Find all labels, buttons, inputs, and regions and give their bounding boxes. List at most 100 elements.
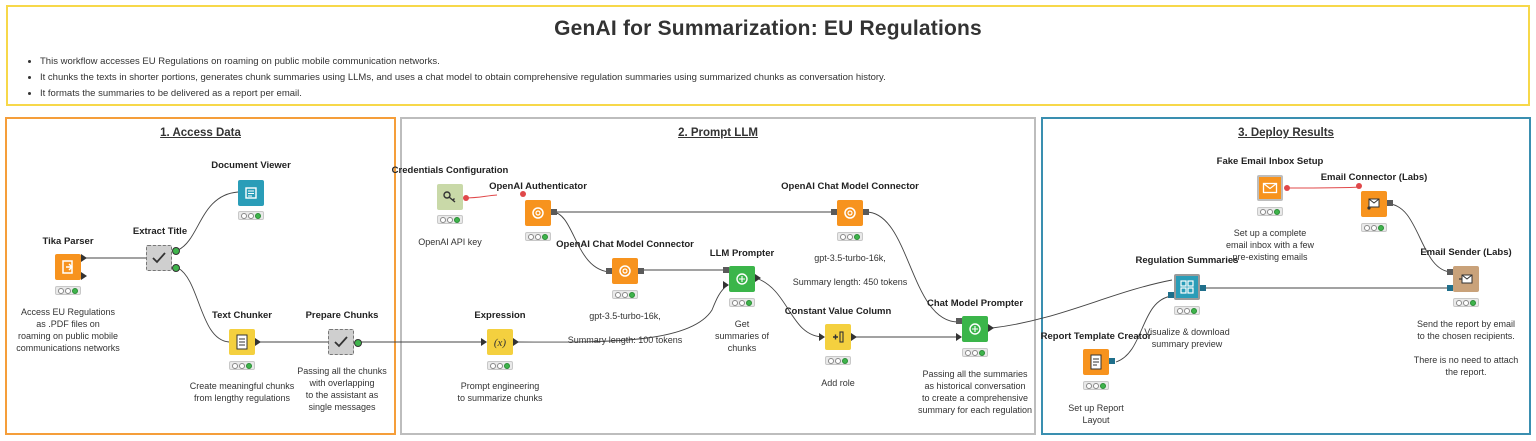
check-icon: [334, 336, 348, 348]
extract-title-metanode[interactable]: [146, 245, 172, 271]
section-deploy-results: 3. Deploy Results: [1041, 117, 1531, 435]
node-description: gpt-3.5-turbo-16k, Summary length: 450 t…: [792, 253, 908, 287]
node-label: Chat Model Prompter: [926, 298, 1024, 309]
llm-icon: [736, 273, 748, 285]
output-port[interactable]: [81, 272, 87, 280]
node-status: [1257, 207, 1283, 216]
output-port[interactable]: [1109, 358, 1115, 364]
output-port[interactable]: [172, 247, 180, 255]
llm-prompter-node[interactable]: [729, 266, 755, 292]
output-port[interactable]: [851, 333, 857, 341]
node-description: Set up Report Layout: [1068, 403, 1124, 425]
input-port[interactable]: [819, 333, 825, 341]
node-label: Report Template Creator: [1040, 331, 1152, 342]
connection: [515, 284, 729, 343]
file-import-icon: [62, 260, 73, 274]
openai-authenticator-node[interactable]: [525, 200, 551, 226]
section-title: 2. Prompt LLM: [678, 127, 758, 139]
expression-node[interactable]: (x): [487, 329, 513, 355]
input-port[interactable]: [831, 209, 837, 215]
output-port[interactable]: [81, 254, 87, 262]
connection: [991, 279, 1173, 329]
document-viewer-node[interactable]: [238, 180, 264, 206]
check-icon: [152, 252, 166, 264]
node-label: Prepare Chunks: [305, 310, 379, 321]
node-label: OpenAI Chat Model Connector: [781, 181, 919, 192]
node-label: Email Connector (Labs): [1320, 172, 1428, 183]
node-description: Set up a complete email inbox with a few…: [1225, 228, 1315, 262]
chat-icon: [969, 323, 981, 335]
input-port[interactable]: [1447, 269, 1453, 275]
description-item: It chunks the texts in shorter portions,…: [40, 70, 886, 86]
node-status: [837, 232, 863, 241]
connection: [551, 211, 613, 273]
report-icon: [1090, 354, 1102, 370]
node-status: [238, 211, 264, 220]
section-access-data: 1. Access Data: [5, 117, 396, 435]
connection-email-credentials: [1285, 186, 1361, 189]
report-template-creator-node[interactable]: [1083, 349, 1109, 375]
node-label: Email Sender (Labs): [1420, 247, 1512, 258]
key-icon: [443, 191, 456, 203]
node-status: [729, 298, 755, 307]
output-port[interactable]: [638, 268, 644, 274]
node-description: Add role: [821, 378, 855, 388]
section-title: 1. Access Data: [160, 127, 241, 139]
output-port[interactable]: [172, 264, 180, 272]
input-port[interactable]: [1168, 292, 1174, 298]
component-grid-icon: [1180, 280, 1194, 294]
email-connector-node[interactable]: [1361, 191, 1387, 217]
node-label: Expression: [474, 310, 526, 321]
constant-value-column-node[interactable]: [825, 324, 851, 350]
output-port[interactable]: [1387, 200, 1393, 206]
node-status: [1453, 298, 1479, 307]
output-port[interactable]: [755, 274, 761, 282]
node-status: [1361, 223, 1387, 232]
chat-model-prompter-node[interactable]: [962, 316, 988, 342]
output-port[interactable]: [988, 324, 994, 332]
output-port[interactable]: [551, 209, 557, 215]
send-email-icon: [1459, 274, 1473, 284]
credentials-input-port[interactable]: [1356, 183, 1362, 189]
node-status: [55, 286, 81, 295]
credentials-port[interactable]: [1284, 185, 1290, 191]
connection: [1387, 203, 1453, 273]
node-label: Constant Value Column: [784, 306, 892, 317]
openai-chat-model-connector-node[interactable]: [612, 258, 638, 284]
node-status: [612, 290, 638, 299]
prepare-chunks-metanode[interactable]: [328, 329, 354, 355]
output-port[interactable]: [255, 338, 261, 346]
node-label: Credentials Configuration: [391, 165, 509, 176]
output-port[interactable]: [354, 339, 362, 347]
credentials-configuration-node[interactable]: [437, 184, 463, 210]
svg-text:(x): (x): [494, 337, 507, 349]
input-port[interactable]: [606, 268, 612, 274]
input-port[interactable]: [481, 338, 487, 346]
input-port[interactable]: [956, 333, 962, 341]
openai-icon: [844, 207, 856, 219]
input-port[interactable]: [956, 318, 962, 324]
node-description: Prompt engineering to summarize chunks: [457, 381, 543, 403]
node-label: Text Chunker: [211, 310, 273, 321]
input-port[interactable]: [723, 281, 729, 289]
node-status: [525, 232, 551, 241]
fake-email-inbox-setup-node[interactable]: [1257, 175, 1283, 201]
openai-chat-model-connector-node[interactable]: [837, 200, 863, 226]
input-port[interactable]: [723, 267, 729, 273]
output-port[interactable]: [1200, 285, 1206, 291]
email-sender-node[interactable]: [1453, 266, 1479, 292]
text-chunker-node[interactable]: [229, 329, 255, 355]
credentials-port[interactable]: [463, 195, 469, 201]
tika-parser-node[interactable]: [55, 254, 81, 280]
node-description: Access EU Regulations as .PDF files on r…: [16, 307, 120, 353]
output-port[interactable]: [513, 338, 519, 346]
node-status: [1083, 381, 1109, 390]
output-port[interactable]: [863, 209, 869, 215]
regulation-summaries-component[interactable]: [1174, 274, 1200, 300]
node-description: Create meaningful chunks from lengthy re…: [189, 381, 295, 403]
input-port[interactable]: [1447, 285, 1453, 291]
credentials-input-port[interactable]: [520, 191, 526, 197]
node-label: OpenAI Chat Model Connector: [556, 239, 694, 250]
node-label: Fake Email Inbox Setup: [1216, 156, 1324, 167]
